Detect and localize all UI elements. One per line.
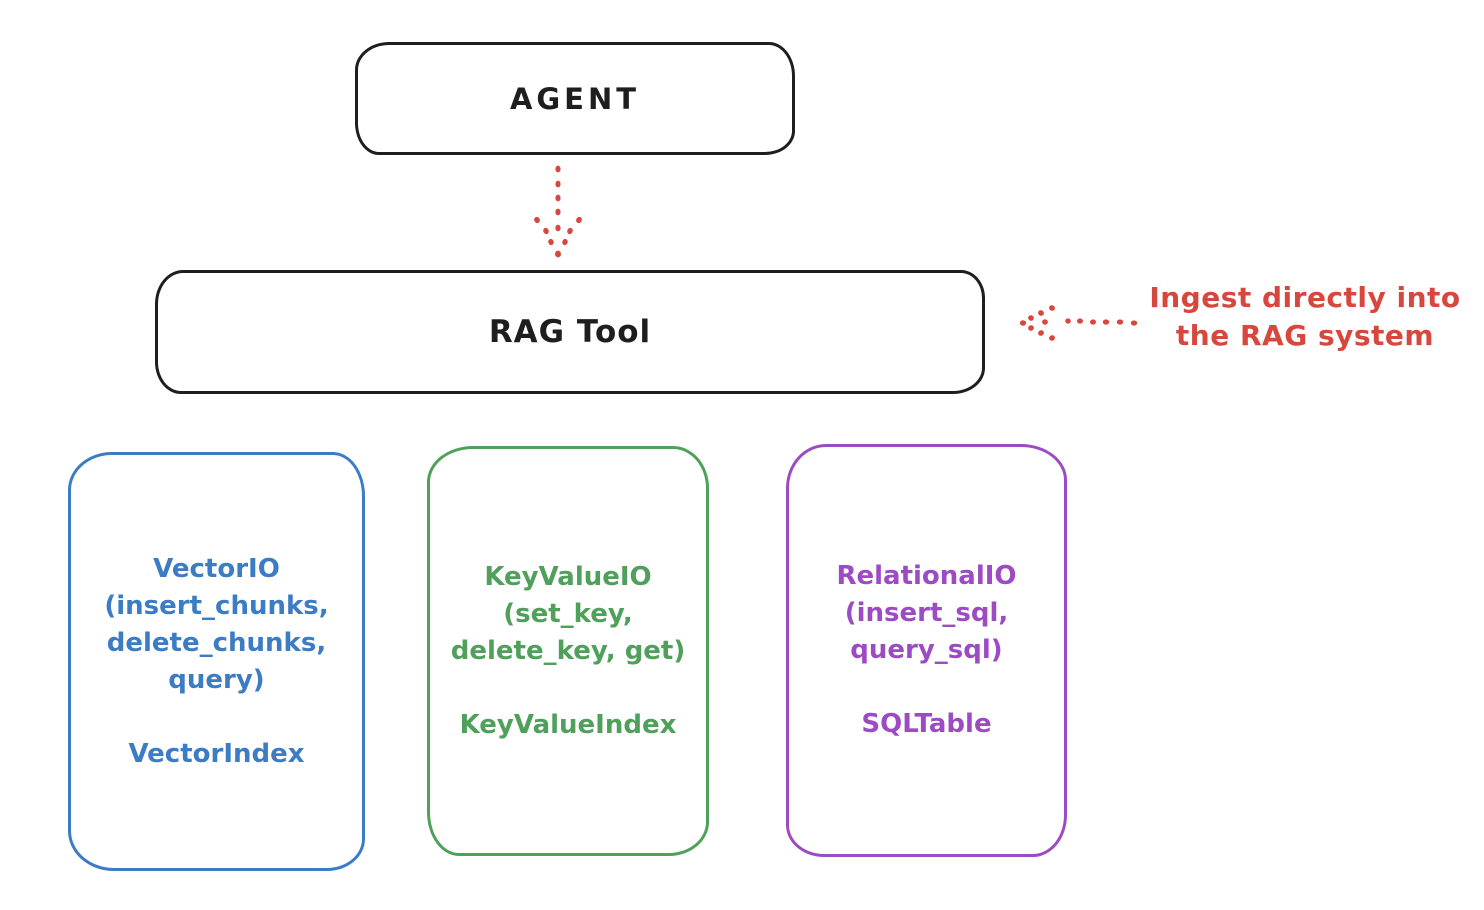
relationalio-box: RelationalIO (insert_sql, query_sql) SQL… (786, 444, 1067, 857)
relationalio-line: RelationalIO (836, 561, 1017, 591)
keyvalueio-text: KeyValueIO (set_key, delete_key, get) Ke… (451, 559, 686, 744)
vectorio-line: delete_chunks, (106, 627, 327, 658)
vectorindex-label: VectorIndex (128, 738, 305, 769)
keyvalueio-line: KeyValueIO (484, 561, 652, 592)
keyvalueio-line: delete_key, get) (450, 635, 686, 666)
sqltable-label: SQLTable (861, 709, 992, 739)
ingest-annotation-line2: the RAG system (1175, 319, 1435, 352)
keyvalueindex-label: KeyValueIndex (459, 709, 677, 740)
agent-to-ragtool-arrow (534, 165, 582, 258)
rag-tool-box: RAG Tool (155, 270, 985, 394)
vectorio-line: VectorIO (153, 553, 280, 584)
relationalio-text: RelationalIO (insert_sql, query_sql) SQL… (836, 558, 1016, 743)
vectorio-text: VectorIO (insert_chunks, delete_chunks, … (104, 551, 328, 773)
keyvalueio-box: KeyValueIO (set_key, delete_key, get) Ke… (427, 446, 709, 856)
relationalio-line: query_sql) (850, 635, 1003, 665)
dotted-left-arrow-icon (1019, 305, 1138, 341)
rag-tool-label: RAG Tool (488, 314, 652, 350)
dotted-down-arrow-icon (534, 165, 582, 258)
keyvalueio-line: (set_key, (503, 598, 633, 629)
vectorio-box: VectorIO (insert_chunks, delete_chunks, … (68, 452, 365, 871)
ingest-annotation-line1: Ingest directly into (1149, 281, 1461, 314)
ingest-arrow (1019, 305, 1138, 341)
relationalio-line: (insert_sql, (844, 598, 1009, 628)
vectorio-line: (insert_chunks, (104, 590, 329, 621)
agent-label: AGENT (509, 81, 641, 116)
ingest-annotation: Ingest directly into the RAG system (1138, 279, 1472, 355)
agent-box: AGENT (355, 42, 795, 155)
vectorio-line: query) (168, 664, 265, 695)
